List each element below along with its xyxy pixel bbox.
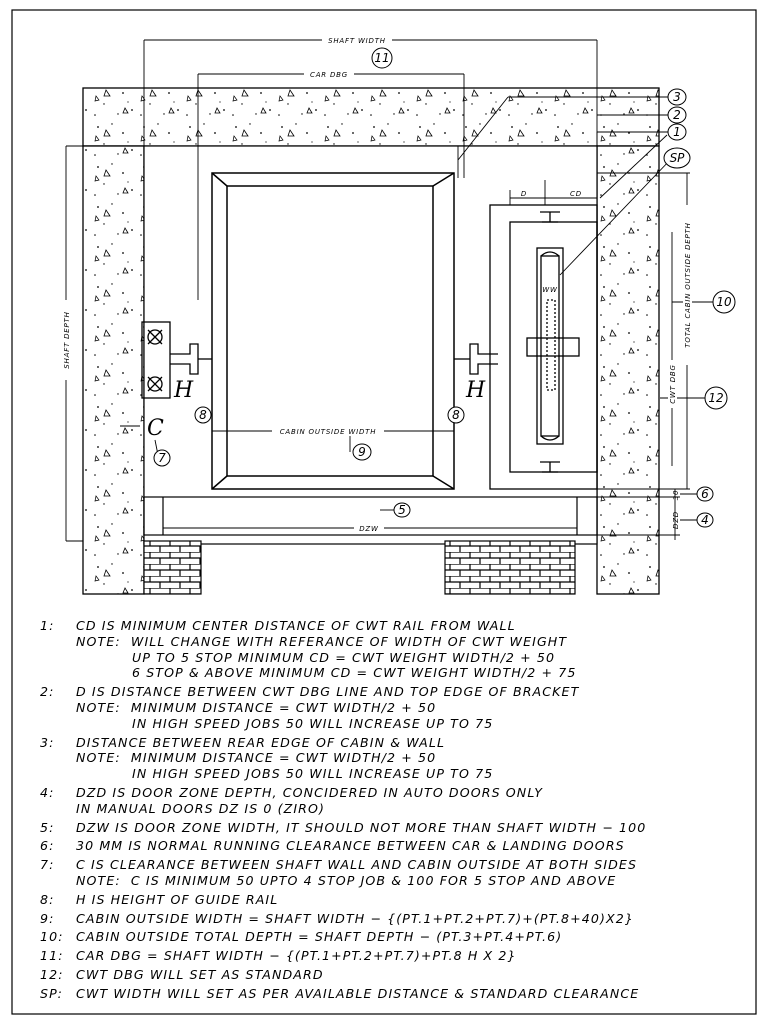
note-number: 4:	[40, 784, 55, 800]
shaft-interior	[143, 145, 598, 545]
note-line: NOTE: C IS MINIMUM 50 UPTO 4 STOP JOB & …	[76, 872, 617, 888]
d-label: D	[521, 190, 527, 198]
bubble-1: 1	[673, 125, 681, 139]
dzw-label: DZW	[359, 525, 379, 533]
note-line: H IS HEIGHT OF GUIDE RAIL	[76, 891, 279, 907]
note-subline: IN HIGH SPEED JOBS 50 WILL INCREASE UP T…	[132, 715, 494, 731]
note-number: 12:	[40, 966, 64, 982]
dimension-labels: SHAFT WIDTH CAR DBG CABIN OUTSIDE WIDTH …	[62, 36, 692, 533]
note-line: CWT WIDTH WILL SET AS PER AVAILABLE DIST…	[76, 985, 640, 1001]
note-subline: IN HIGH SPEED JOBS 50 WILL INCREASE UP T…	[132, 766, 494, 782]
note-item: 2: D IS DISTANCE BETWEEN CWT DBG LINE AND…	[40, 684, 740, 731]
note-number: 5:	[40, 819, 55, 835]
ww-label: WW	[542, 286, 558, 294]
bubble-7: 7	[158, 451, 166, 465]
note-line: CAR DBG = SHAFT WIDTH − {(PT.1+PT.2+PT.7…	[76, 948, 517, 964]
note-line: CABIN OUTSIDE TOTAL DEPTH = SHAFT DEPTH …	[76, 929, 563, 945]
brick-walls	[143, 540, 576, 595]
shaft-width-label: SHAFT WIDTH	[328, 37, 386, 45]
bubble-5: 5	[398, 503, 406, 517]
cabin-outside-width-label: CABIN OUTSIDE WIDTH	[280, 428, 377, 436]
note-number: 6:	[40, 838, 55, 854]
note-item: 6: 30 MM IS NORMAL RUNNING CLEARANCE BETW…	[40, 838, 740, 854]
door-sill	[143, 496, 598, 536]
callout-bubbles	[153, 47, 736, 528]
dzd-label: DZD	[672, 511, 680, 529]
note-line: CWT DBG WILL SET AS STANDARD	[76, 966, 324, 982]
callout-numbers: 11 3 2 1 SP 10 12 6 4 5 9 8 8 7	[158, 51, 732, 527]
bubble-4: 4	[701, 513, 709, 527]
sheet-border	[11, 9, 757, 1015]
cwt-dbg-label: CWT DBG	[669, 364, 677, 404]
bubble-9: 9	[358, 445, 366, 459]
note-number: 1:	[40, 618, 55, 633]
note-line: NOTE: WILL CHANGE WITH REFERANCE OF WIDT…	[76, 633, 568, 649]
note-number: 10:	[40, 929, 64, 945]
note-line: D IS DISTANCE BETWEEN CWT DBG LINE AND T…	[76, 684, 580, 700]
bubble-3: 3	[673, 90, 681, 104]
note-item: 5: DZW IS DOOR ZONE WIDTH, IT SHOULD NOT …	[40, 820, 740, 836]
note-line: DZD IS DOOR ZONE DEPTH, CONCIDERED IN AU…	[76, 784, 544, 800]
note-line: 30 MM IS NORMAL RUNNING CLEARANCE BETWEE…	[76, 838, 625, 854]
note-line: IN MANUAL DOORS DZ IS 0 (ZIRO)	[76, 800, 326, 816]
note-line: NOTE: MINIMUM DISTANCE = CWT WIDTH/2 + 5…	[76, 699, 437, 715]
gap-30-label: 30	[672, 490, 680, 501]
note-number: 7:	[40, 857, 55, 873]
note-item: 4: DZD IS DOOR ZONE DEPTH, CONCIDERED IN …	[40, 785, 740, 817]
cabin	[211, 172, 455, 490]
note-line: NOTE: MINIMUM DISTANCE = CWT WIDTH/2 + 5…	[76, 750, 437, 766]
bubble-11: 11	[374, 51, 389, 65]
note-item: 8: H IS HEIGHT OF GUIDE RAIL	[40, 892, 740, 908]
bubble-8-right: 8	[452, 408, 460, 422]
h-left-symbol: H	[173, 378, 194, 403]
note-subline: 6 STOP & ABOVE MINIMUM CD = CWT WEIGHT W…	[132, 665, 577, 681]
note-item: 11: CAR DBG = SHAFT WIDTH − {(PT.1+PT.2+P…	[40, 948, 740, 964]
bubble-2: 2	[673, 108, 681, 122]
note-item: 12: CWT DBG WILL SET AS STANDARD	[40, 967, 740, 983]
bubble-8-left: 8	[199, 408, 207, 422]
note-item: 1: CD IS MINIMUM CENTER DISTANCE OF CWT R…	[40, 618, 740, 681]
concrete-walls	[82, 87, 660, 595]
note-number: 8:	[40, 891, 55, 907]
note-line: CABIN OUTSIDE WIDTH = SHAFT WIDTH − {(PT…	[76, 910, 634, 926]
bubble-10: 10	[716, 295, 732, 309]
note-line: DZW IS DOOR ZONE WIDTH, IT SHOULD NOT MO…	[76, 819, 647, 835]
note-item: 3: DISTANCE BETWEEN REAR EDGE OF CABIN & …	[40, 735, 740, 782]
note-number: 3:	[40, 734, 55, 750]
note-item: 9: CABIN OUTSIDE WIDTH = SHAFT WIDTH − {(…	[40, 911, 740, 927]
notes-list: 1: CD IS MINIMUM CENTER DISTANCE OF CWT R…	[40, 618, 740, 1005]
bubble-12: 12	[708, 391, 723, 405]
counterweight-frame	[489, 204, 598, 490]
cd-label: CD	[570, 190, 582, 198]
note-line: CD IS MINIMUM CENTER DISTANCE OF CWT RAI…	[76, 618, 516, 633]
note-number: SP:	[40, 985, 63, 1001]
note-item: 7: C IS CLEARANCE BETWEEN SHAFT WALL AND …	[40, 857, 740, 889]
note-item: SP: CWT WIDTH WILL SET AS PER AVAILABLE D…	[40, 986, 740, 1002]
note-line: DISTANCE BETWEEN REAR EDGE OF CABIN & WA…	[76, 734, 446, 750]
car-dbg-label: CAR DBG	[310, 71, 348, 79]
c-symbol: C	[147, 416, 164, 441]
bubble-sp: SP	[670, 151, 686, 165]
symbols: H H C	[147, 378, 486, 441]
total-cabin-depth-label: TOTAL CABIN OUTSIDE DEPTH	[684, 222, 692, 347]
car-guide-rails	[141, 321, 498, 399]
shaft-depth-label: SHAFT DEPTH	[63, 311, 71, 368]
note-number: 2:	[40, 684, 55, 700]
note-number: 11:	[40, 948, 64, 964]
note-subline: UP TO 5 STOP MINIMUM CD = CWT WEIGHT WID…	[132, 649, 556, 665]
note-number: 9:	[40, 910, 55, 926]
note-line: C IS CLEARANCE BETWEEN SHAFT WALL AND CA…	[76, 857, 638, 873]
note-item: 10: CABIN OUTSIDE TOTAL DEPTH = SHAFT DEP…	[40, 929, 740, 945]
h-right-symbol: H	[465, 378, 486, 403]
bubble-6: 6	[701, 487, 709, 501]
